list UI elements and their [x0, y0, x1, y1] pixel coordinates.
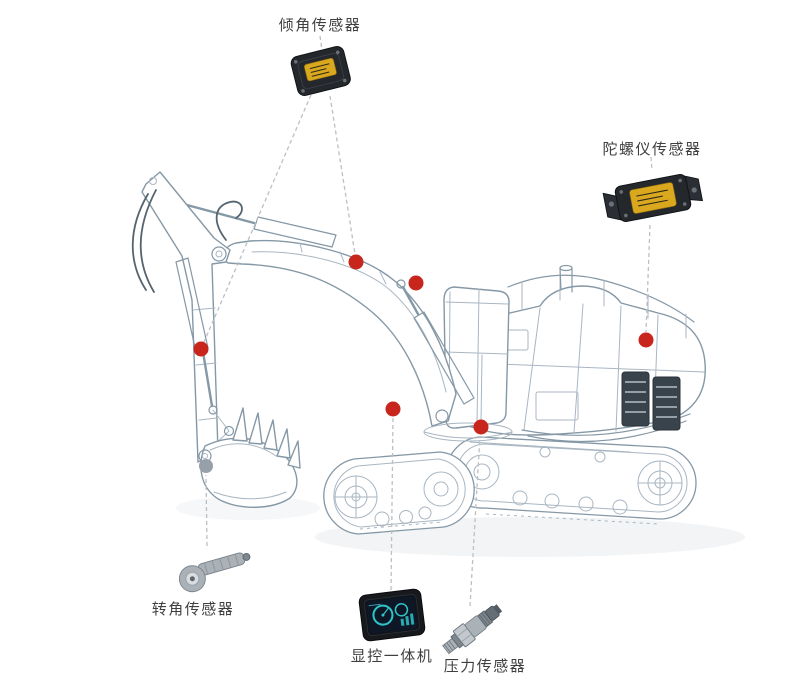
rear-track: [445, 436, 697, 525]
label-gyro-sensor: 陀螺仪传感器: [602, 140, 702, 158]
sensor-connector-line: [469, 435, 481, 607]
label-rotation-sensor: 转角传感器: [151, 600, 235, 618]
gyro-sensor-device: [602, 173, 704, 223]
arm: [141, 171, 231, 463]
front-track: [323, 451, 475, 535]
bucket-teeth: [232, 407, 301, 469]
sensor-connector-line: [650, 156, 653, 172]
sensor-connector-line: [645, 224, 651, 333]
boom-cylinder: [396, 279, 475, 405]
label-tilt-sensor: 倾角传感器: [278, 16, 362, 34]
sensor-location-marker: [473, 419, 489, 435]
sensor-connector-line: [329, 95, 356, 255]
exhaust-pipe: [559, 264, 573, 293]
sensor-location-marker: [408, 275, 424, 291]
sensor-location-marker: [348, 254, 364, 270]
sensor-connector-line: [205, 474, 208, 547]
hydraulic-hoses: [131, 189, 243, 293]
label-pressure-sensor: 压力传感器: [443, 657, 527, 675]
display-unit-device: [358, 588, 426, 642]
pressure-sensor-device: [442, 604, 503, 655]
vent-grilles: [621, 371, 681, 431]
tilt-sensor-device: [290, 46, 351, 96]
sensor-connector-line: [390, 417, 394, 591]
cab: [443, 286, 510, 429]
sensor-location-marker: [385, 401, 401, 417]
sensor-location-marker: [638, 332, 654, 348]
rotation-sensor-device: [178, 552, 251, 593]
swing-base: [423, 422, 513, 442]
bucket: [198, 407, 301, 508]
label-display-unit: 显控一体机: [350, 647, 434, 665]
sensor-location-marker: [193, 341, 209, 357]
pivot-location-marker: [199, 459, 213, 473]
handrail: [507, 271, 695, 339]
sensor-connector-line: [203, 94, 312, 343]
sensor-connector-line: [319, 35, 323, 51]
